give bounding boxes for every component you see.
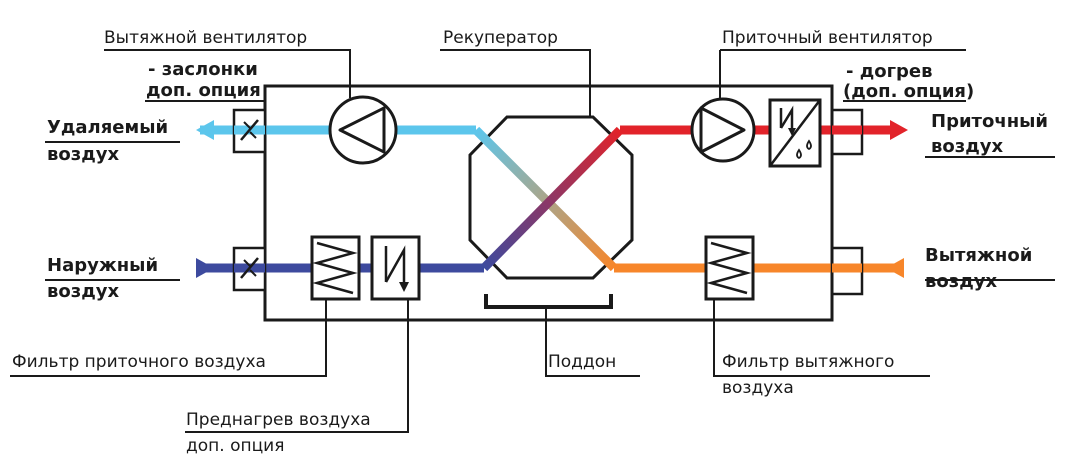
reheater-icon — [768, 98, 822, 168]
supply-air-label-line1: Приточный — [931, 111, 1049, 132]
leader-lines — [10, 49, 1055, 433]
exhaust-fan-icon — [328, 95, 398, 165]
intake-damper — [232, 246, 267, 292]
exhaust-fan-label: Вытяжной вентилятор — [104, 28, 308, 48]
preheat-label-line2: доп. опция — [186, 436, 285, 456]
dampers-label-line2: доп. опция — [146, 80, 261, 101]
drain-tray — [484, 294, 613, 309]
extract-air-arrow — [886, 258, 904, 278]
removed-air-arrow — [196, 120, 214, 140]
reheat-label-line2: (доп. опция) — [843, 81, 975, 102]
extract-filter-label-line1: Фильтр вытяжного — [722, 352, 895, 372]
dampers-label-line1: - заслонки — [148, 59, 258, 80]
cross-warm-stream — [480, 126, 624, 272]
extract-filter-label-line2: воздуха — [722, 378, 794, 398]
recuperator-label: Рекуператор — [443, 28, 558, 48]
supply-fan-label: Приточный вентилятор — [722, 28, 933, 48]
outdoor-air-arrow — [196, 258, 214, 278]
supply-fan-icon — [690, 97, 756, 163]
outdoor-air-label-line2: воздух — [47, 281, 120, 302]
supply-air-label-line2: воздух — [931, 136, 1004, 157]
tray-label: Поддон — [548, 352, 617, 372]
extract-air-label-line1: Вытяжной — [925, 245, 1033, 266]
extract-filter-icon — [704, 235, 755, 301]
reheat-label-line1: - догрев — [846, 61, 933, 82]
supply-filter-icon — [310, 235, 361, 301]
preheat-label-line1: Преднагрев воздуха — [186, 410, 371, 430]
cross-cold-stream — [472, 126, 618, 272]
preheater-icon — [370, 235, 421, 301]
supply-filter-label: Фильтр приточного воздуха — [12, 352, 266, 372]
supply-air-arrow — [890, 120, 908, 140]
extract-air-label-line2: воздух — [925, 271, 998, 292]
removed-air-label-line1: Удаляемый — [47, 117, 169, 138]
outdoor-air-label-line1: Наружный — [47, 255, 159, 276]
exhaust-damper — [232, 108, 267, 154]
unit-housing — [263, 84, 834, 322]
removed-air-label-line2: воздух — [47, 144, 120, 165]
recuperator-core — [468, 115, 634, 280]
